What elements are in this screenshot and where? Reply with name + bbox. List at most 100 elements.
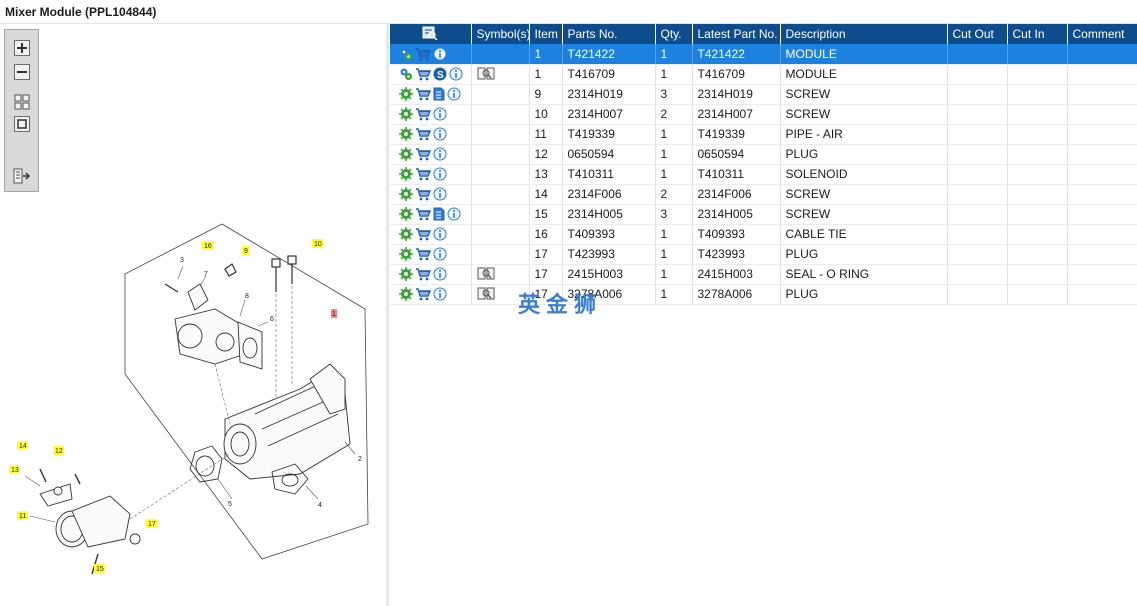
gear-icon[interactable] bbox=[399, 227, 413, 241]
callout-17[interactable]: 17 bbox=[148, 521, 156, 528]
cart-icon[interactable] bbox=[415, 127, 432, 141]
module-gear-icon[interactable] bbox=[399, 67, 413, 81]
callout-16[interactable]: 16 bbox=[204, 243, 212, 250]
cart-icon[interactable] bbox=[415, 267, 432, 281]
callout-6[interactable]: 6 bbox=[270, 316, 274, 323]
info-icon[interactable] bbox=[433, 247, 447, 261]
info-icon[interactable] bbox=[447, 87, 461, 101]
callout-5[interactable]: 5 bbox=[228, 501, 232, 508]
callout-12[interactable]: 12 bbox=[55, 448, 63, 455]
callout-14[interactable]: 14 bbox=[19, 443, 27, 450]
info-icon[interactable] bbox=[433, 127, 447, 141]
book-icon[interactable] bbox=[477, 286, 495, 300]
callout-11[interactable]: 11 bbox=[19, 513, 26, 520]
latest-part-no-cell: 2314H005 bbox=[692, 204, 781, 225]
info-icon[interactable] bbox=[433, 287, 447, 301]
book-icon[interactable] bbox=[477, 266, 495, 280]
exploded-parts-diagram[interactable]: 3 7 8 6 2 4 5 16 9 10 1 14 12 13 11 17 1… bbox=[0, 214, 386, 594]
cart-icon[interactable] bbox=[415, 247, 432, 261]
item-column-header[interactable]: Item bbox=[529, 24, 563, 44]
book-icon[interactable] bbox=[477, 66, 495, 80]
info-icon[interactable] bbox=[433, 187, 447, 201]
comment-column-header[interactable]: Comment bbox=[1067, 24, 1137, 44]
callout-2[interactable]: 2 bbox=[358, 456, 362, 463]
gear-icon[interactable] bbox=[399, 207, 413, 221]
callout-10[interactable]: 10 bbox=[314, 241, 322, 248]
module-gear-icon[interactable] bbox=[399, 47, 413, 61]
gear-icon[interactable] bbox=[399, 287, 413, 301]
gear-icon[interactable] bbox=[399, 167, 413, 181]
description-column-header[interactable]: Description bbox=[780, 24, 948, 44]
cart-icon[interactable] bbox=[415, 47, 432, 61]
cart-icon[interactable] bbox=[415, 107, 432, 121]
cart-icon[interactable] bbox=[415, 87, 432, 101]
gear-icon[interactable] bbox=[399, 267, 413, 281]
callout-15[interactable]: 15 bbox=[96, 566, 104, 573]
diagram-pane[interactable]: 3 7 8 6 2 4 5 16 9 10 1 14 12 13 11 17 1… bbox=[0, 24, 388, 606]
gear-icon[interactable] bbox=[399, 87, 413, 101]
gear-icon[interactable] bbox=[399, 147, 413, 161]
symbols-cell[interactable] bbox=[471, 284, 530, 305]
callout-1[interactable]: 1 bbox=[332, 311, 336, 318]
cart-icon[interactable] bbox=[415, 167, 432, 181]
cart-icon[interactable] bbox=[415, 207, 432, 221]
doc-icon[interactable] bbox=[433, 207, 445, 221]
qty-column-header[interactable]: Qty. bbox=[655, 24, 693, 44]
callout-7[interactable]: 7 bbox=[204, 271, 208, 278]
pane-splitter[interactable] bbox=[386, 24, 389, 606]
symbols-cell bbox=[471, 44, 530, 65]
info-icon[interactable] bbox=[433, 47, 447, 61]
cart-icon[interactable] bbox=[415, 287, 432, 301]
gear-icon[interactable] bbox=[399, 127, 413, 141]
info-icon[interactable] bbox=[433, 147, 447, 161]
cut-in-column-header[interactable]: Cut In bbox=[1007, 24, 1068, 44]
symbols-cell[interactable] bbox=[471, 264, 530, 285]
info-icon[interactable] bbox=[433, 227, 447, 241]
cut-out-column-header[interactable]: Cut Out bbox=[947, 24, 1008, 44]
callout-13[interactable]: 13 bbox=[11, 467, 19, 474]
fit-all-button[interactable] bbox=[11, 92, 33, 112]
cart-icon[interactable] bbox=[415, 187, 432, 201]
info-icon[interactable] bbox=[433, 267, 447, 281]
description-cell: SOLENOID bbox=[780, 164, 948, 185]
gear-icon[interactable] bbox=[399, 107, 413, 121]
zoom-out-button[interactable] bbox=[11, 62, 33, 82]
latest-part-no-cell: 3278A006 bbox=[692, 284, 781, 305]
gear-icon[interactable] bbox=[399, 187, 413, 201]
info-icon[interactable] bbox=[433, 107, 447, 121]
latest-part-no-column-header[interactable]: Latest Part No. bbox=[692, 24, 781, 44]
info-icon[interactable] bbox=[449, 67, 463, 81]
doc-icon[interactable] bbox=[433, 87, 445, 101]
s-badge-icon[interactable]: S bbox=[433, 67, 447, 81]
cart-icon[interactable] bbox=[415, 67, 432, 81]
callout-4[interactable]: 4 bbox=[318, 502, 322, 509]
info-icon[interactable] bbox=[433, 167, 447, 181]
callout-9[interactable]: 9 bbox=[244, 248, 248, 255]
callout-3[interactable]: 3 bbox=[180, 257, 184, 264]
parts-no-column-header[interactable]: Parts No. bbox=[562, 24, 656, 44]
export-button[interactable] bbox=[11, 166, 33, 186]
symbols-cell[interactable] bbox=[471, 64, 530, 85]
gear-icon[interactable] bbox=[399, 247, 413, 261]
symbols-column-header[interactable]: Symbol(s) bbox=[471, 24, 531, 44]
callout-8[interactable]: 8 bbox=[245, 293, 249, 300]
tools-column-header[interactable] bbox=[390, 24, 472, 44]
cart-icon[interactable] bbox=[415, 227, 432, 241]
actual-size-button[interactable] bbox=[11, 114, 33, 134]
info-icon[interactable] bbox=[447, 207, 461, 221]
cart-icon[interactable] bbox=[415, 147, 432, 161]
zoom-in-button[interactable] bbox=[11, 38, 33, 58]
